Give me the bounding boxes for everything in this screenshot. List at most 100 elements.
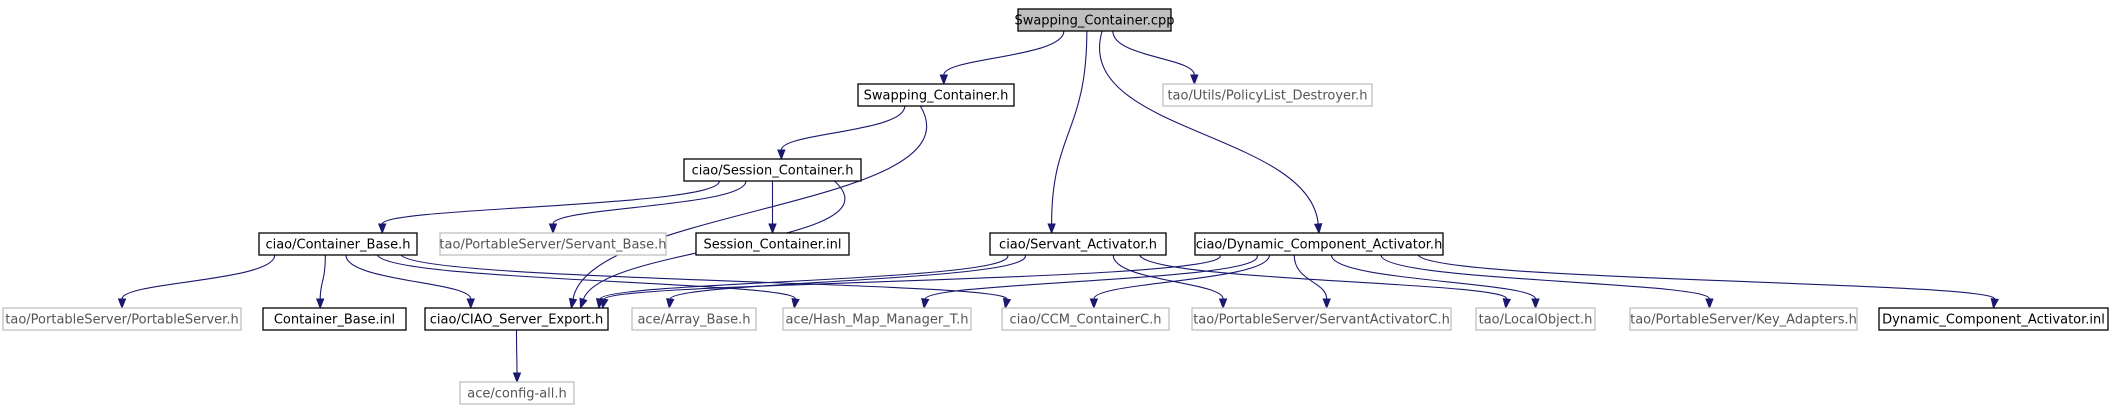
edge-arrowhead [1990, 298, 1999, 310]
edge-arrowhead [568, 297, 578, 310]
node-servant-base[interactable]: tao/PortableServer/Servant_Base.h [439, 232, 667, 256]
edge-servant_activator_h-to-array_base [669, 254, 1026, 300]
edge-session_h-to-container_base_h [381, 180, 720, 225]
edge-arrowhead [666, 298, 675, 310]
node-container-base-h[interactable]: ciao/Container_Base.h [258, 232, 418, 256]
edge-servant_activator_h-to-local_object [1139, 254, 1508, 300]
node-box [459, 381, 575, 405]
edge-swapping_h-to-ciao_export [572, 105, 928, 300]
edge-dyn_activator_h-to-key_adapters [1380, 254, 1710, 300]
edge-root-to-servant_activator_h [1051, 30, 1088, 225]
node-local-object[interactable]: tao/LocalObject.h [1475, 307, 1596, 331]
edge-arrowhead [315, 298, 325, 310]
edge-arrowhead [117, 298, 127, 310]
edge-arrowhead [1502, 298, 1512, 310]
edge-root-to-swapping_h [943, 30, 1065, 76]
edge-arrowhead [512, 372, 522, 384]
node-ccm-container[interactable]: ciao/CCM_ContainerC.h [1001, 307, 1170, 331]
node-box [1878, 307, 2109, 331]
edge-arrowhead [921, 298, 930, 310]
edge-container_base_h-to-ciao_export [345, 254, 472, 300]
node-box [424, 307, 609, 331]
node-label: ciao/CIAO_Server_Export.h [430, 313, 603, 328]
node-hash-map[interactable]: ace/Hash_Map_Manager_T.h [782, 307, 972, 331]
node-box [1001, 307, 1170, 331]
edge-arrowhead [777, 149, 786, 161]
node-box [262, 307, 407, 331]
node-box [683, 158, 862, 182]
node-label: ciao/CCM_ContainerC.h [1010, 313, 1162, 328]
edge-ciao_export-to-config_all [515, 329, 518, 374]
node-servant-activator-c[interactable]: tao/PortableServer/ServantActivatorC.h [1191, 307, 1452, 331]
node-box [1194, 232, 1444, 256]
node-label: ciao/Servant_Activator.h [999, 238, 1157, 253]
node-label: Swapping_Container.h [864, 89, 1009, 104]
node-label: ace/config-all.h [467, 387, 567, 402]
node-session-inl[interactable]: Session_Container.inl [695, 232, 850, 256]
node-box [1475, 307, 1596, 331]
edge-root-to-dyn_activator_h [1099, 30, 1319, 225]
nodes-layer: Swapping_Container.cppSwapping_Container… [2, 8, 2109, 405]
node-label: Session_Container.inl [703, 238, 841, 253]
node-label: ace/Hash_Map_Manager_T.h [786, 313, 969, 328]
edge-container_base_h-to-hash_map [377, 254, 797, 300]
edge-swapping_h-to-session_h [780, 105, 906, 151]
node-swapping-h[interactable]: Swapping_Container.h [857, 83, 1015, 107]
node-array-base[interactable]: ace/Array_Base.h [631, 307, 757, 331]
node-label: tao/Utils/PolicyList_Destroyer.h [1167, 89, 1367, 104]
node-box [258, 232, 418, 256]
node-label: tao/PortableServer/PortableServer.h [5, 313, 238, 328]
edge-dyn_activator_h-to-ccm_container [1093, 254, 1270, 300]
edge-arrowhead [791, 298, 800, 310]
node-label: Swapping_Container.cpp [1014, 14, 1174, 29]
node-servant-activator-h[interactable]: ciao/Servant_Activator.h [989, 232, 1167, 256]
node-box [439, 232, 667, 256]
edge-dyn_activator_h-to-ciao_export [603, 254, 1221, 300]
node-key-adapters[interactable]: tao/PortableServer/Key_Adapters.h [1629, 307, 1858, 331]
edge-root-to-policylist [1112, 30, 1195, 76]
edge-container_base_h-to-portableserver [121, 254, 276, 300]
edge-arrowhead [1322, 298, 1331, 310]
edge-dyn_activator_h-to-servant_activator_c [1293, 254, 1328, 300]
edge-arrowhead [378, 223, 387, 235]
edge-dyn_activator_h-to-dyn_activator_inl [1417, 254, 1996, 300]
node-dyn-activator-inl[interactable]: Dynamic_Component_Activator.inl [1878, 307, 2109, 331]
edges-layer [117, 30, 1999, 384]
node-label: tao/PortableServer/Servant_Base.h [439, 238, 666, 253]
node-box [1162, 83, 1373, 107]
edge-dyn_activator_h-to-hash_map [924, 254, 1258, 300]
edge-session_h-to-servant_base [552, 180, 747, 225]
node-label: ciao/Container_Base.h [265, 238, 410, 253]
node-config-all[interactable]: ace/config-all.h [459, 381, 575, 405]
edge-arrowhead [1531, 298, 1540, 310]
edge-arrowhead [939, 74, 949, 86]
edge-arrowhead [548, 223, 558, 235]
edge-arrowhead [466, 298, 475, 310]
node-root[interactable]: Swapping_Container.cpp [1014, 8, 1175, 32]
node-label: tao/PortableServer/ServantActivatorC.h [1193, 313, 1450, 328]
edge-arrowhead [1089, 298, 1099, 310]
node-label: tao/PortableServer/Key_Adapters.h [1630, 313, 1857, 328]
node-label: tao/LocalObject.h [1479, 313, 1593, 328]
node-portableserver[interactable]: tao/PortableServer/PortableServer.h [2, 307, 242, 331]
edge-servant_activator_h-to-ciao_export [599, 254, 1009, 300]
node-session-h[interactable]: ciao/Session_Container.h [683, 158, 862, 182]
edge-arrowhead [579, 297, 588, 310]
node-box [857, 83, 1015, 107]
edge-container_base_h-to-ccm_container [400, 254, 1008, 300]
node-box [2, 307, 242, 331]
edge-arrowhead [1218, 298, 1228, 310]
node-box [782, 307, 972, 331]
node-container-base-inl[interactable]: Container_Base.inl [262, 307, 407, 331]
node-box [1629, 307, 1858, 331]
node-label: ace/Array_Base.h [637, 313, 750, 328]
edge-arrowhead [1002, 297, 1012, 310]
node-policylist[interactable]: tao/Utils/PolicyList_Destroyer.h [1162, 83, 1373, 107]
edge-arrowhead [1705, 298, 1714, 310]
node-label: Dynamic_Component_Activator.inl [1882, 313, 2105, 328]
edge-arrowhead [1047, 223, 1056, 235]
edge-arrowhead [1190, 74, 1199, 86]
edge-container_base_h-to-container_base_inl [319, 254, 326, 300]
node-dyn-activator-h[interactable]: ciao/Dynamic_Component_Activator.h [1194, 232, 1444, 256]
node-ciao-export[interactable]: ciao/CIAO_Server_Export.h [424, 307, 609, 331]
